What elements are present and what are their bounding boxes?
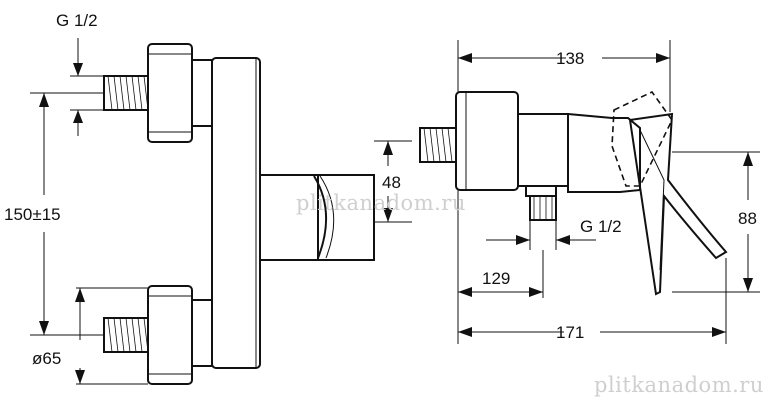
lower-cover — [147, 285, 193, 385]
lever-height-dimension: 88 — [672, 151, 760, 293]
upper-nut — [191, 59, 213, 127]
lower-nut — [191, 299, 213, 367]
outlet-depth-dimension: 129 — [457, 190, 544, 344]
center-distance-dimension: 150±15 — [4, 92, 104, 336]
lower-thread-hatching — [107, 317, 149, 353]
lever-dashed-position — [611, 90, 673, 187]
cover-diameter-dimension: ø65 — [32, 287, 148, 385]
total-depth-label: 138 — [556, 49, 584, 68]
left-thread-dimension: G 1/2 — [56, 11, 104, 136]
lower-connection — [103, 285, 213, 385]
outlet-depth-label: 129 — [482, 269, 510, 288]
upper-thread-hatching — [107, 75, 149, 111]
upper-cover — [147, 43, 193, 143]
side-view: 138 88 G 1/2 12 — [419, 40, 760, 344]
lever-height-label: 88 — [738, 209, 757, 228]
left-thread-label: G 1/2 — [56, 11, 98, 30]
outlet-spout — [260, 174, 375, 261]
watermark-corner: plitkanadom.ru — [594, 373, 764, 397]
side-cover — [455, 91, 519, 191]
right-thread-dimension: G 1/2 — [486, 217, 622, 250]
side-body — [517, 113, 569, 187]
center-distance-label: 150±15 — [4, 205, 61, 224]
lever-handle — [628, 112, 728, 296]
side-head — [567, 112, 641, 193]
watermark-center: plitkanadom.ru — [296, 191, 466, 215]
side-outlet — [525, 185, 557, 221]
upper-connection — [103, 43, 213, 143]
total-length-dimension: 171 — [458, 258, 727, 344]
right-thread-label: G 1/2 — [580, 217, 622, 236]
total-length-label: 171 — [556, 323, 584, 342]
mixer-body — [211, 57, 261, 369]
cover-diameter-label: ø65 — [32, 349, 61, 368]
outlet-height-dimension: 48 — [374, 140, 412, 223]
total-depth-dimension: 138 — [457, 40, 671, 112]
front-view: G 1/2 150±15 ø65 — [4, 11, 412, 385]
outlet-height-label: 48 — [382, 173, 401, 192]
